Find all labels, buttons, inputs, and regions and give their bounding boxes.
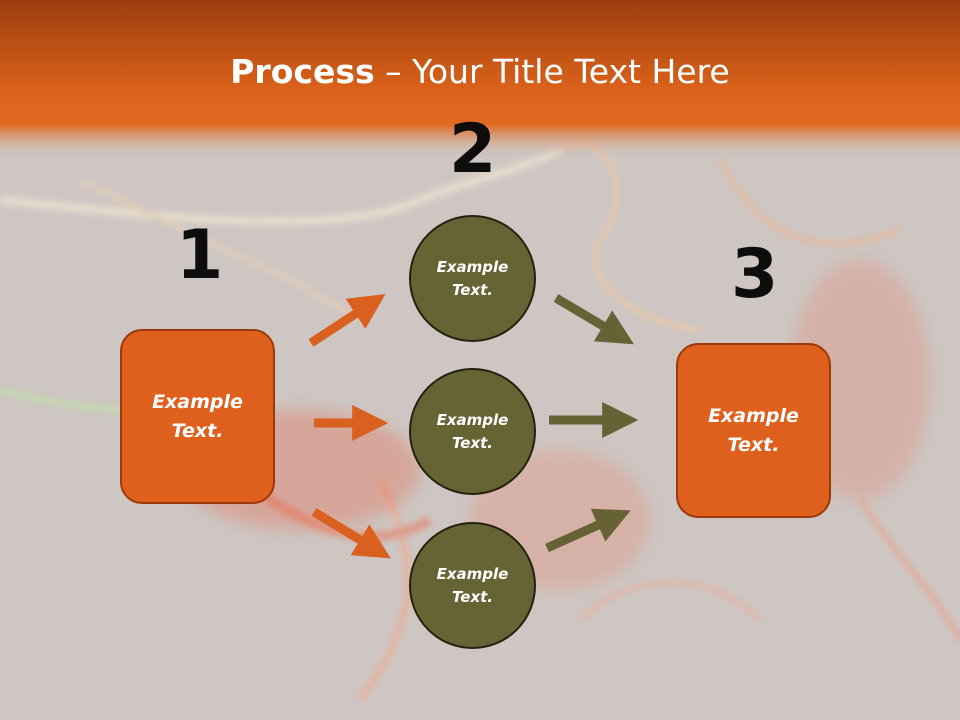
arrow-1-to-bottom [311,508,391,559]
circle-bottom-text-line1: Example [436,564,509,583]
circle-top-text-line2: Text. [451,280,493,299]
arrow-bottom-to-3 [545,508,631,553]
circle-middle-text-line1: Example [436,410,509,429]
step-number-2: 2 [449,110,497,189]
circle-top-text-line1: Example [436,257,509,276]
step-3-box: Example Text. [676,343,831,518]
circle-bottom-text-line2: Text. [451,587,493,606]
step-2-circle-bottom: Example Text. [409,522,536,649]
step-2-circle-top: Example Text. [409,215,536,342]
step-number-1: 1 [176,216,224,295]
title-bold: Process [230,52,375,91]
step-3-text-line1: Example [708,404,799,427]
step-number-3: 3 [731,235,779,314]
step-1-text-line1: Example [152,390,243,413]
step-1-box: Example Text. [120,329,275,504]
arrow-top-to-3 [553,294,634,345]
step-1-text-line2: Text. [171,419,224,442]
arrow-1-to-top [308,294,386,347]
circle-middle-text-line2: Text. [451,433,493,452]
slide-title: Process – Your Title Text Here [0,52,960,91]
step-2-circle-middle: Example Text. [409,368,536,495]
step-3-text-line2: Text. [727,433,780,456]
title-rest: – Your Title Text Here [374,52,730,91]
